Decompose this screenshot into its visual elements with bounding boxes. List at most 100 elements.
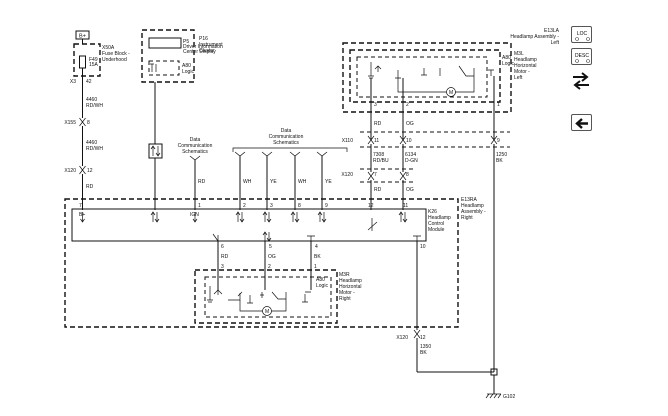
left-assembly-id: E13LA [544,28,560,34]
mid-wire-og: OG [406,187,414,193]
data-comm-left-2: Communication [178,143,213,149]
module-label-3: Module [428,227,445,233]
fuse-block-label-1: X50A [102,45,115,51]
data-comm-right-3: Schematics [273,140,299,146]
wire-7308-id: 7308 [373,152,384,158]
right-motor-symbol: M [265,309,269,315]
module-label-2: Control [428,221,444,227]
wire-4460b-color: RD/WH [86,146,103,152]
description-button[interactable]: DESC [571,48,592,65]
ipc-logic-id: A80 [182,63,191,69]
module-side-2: Assembly - [461,209,486,215]
ground-id: G102 [503,394,515,400]
wire-6134-color: D-GN [405,158,418,164]
wire-1250-color: BK [496,158,503,164]
back-arrow-icon [575,118,588,129]
left-motor-1: Headlamp [514,57,537,63]
conn-x110-id: X110 [342,138,354,144]
x110-connector: X110 11 10 9 7308 RD/BU 6134 D-GN 1250 B… [341,131,510,372]
right-lower-pin-1: 1 [314,264,317,270]
left-wire-og: OG [406,121,414,127]
ipc-display-label-1: Driver Information [183,44,223,50]
conn-x120-bottom-pin: 12 [420,335,426,341]
bus-wire-1: WH [243,179,252,185]
right-lower-wire-bk: BK [314,254,321,260]
right-motor-3: Motor - [339,290,355,296]
conn-x120-mid-pin-7: 7 [374,172,377,178]
right-motor-4: Right [339,296,351,302]
ipc-label-2: Cluster [199,48,215,54]
wire-rd-left: RD [86,184,94,190]
conn-x110-pin-9: 9 [497,138,500,144]
fuse-block: B+ X50A Fuse Block - Underhood F49 15A X… [64,30,130,210]
right-motor-id: M3R [339,272,350,278]
pin-1: 1 [198,203,201,209]
instrument-cluster: P16 Instrument Cluster P5 Driver Informa… [141,29,223,210]
fuse-pin-42: 42 [86,79,92,85]
ign-wire-color: RD [198,179,206,185]
right-motor-2: Horizontal [339,284,362,290]
right-motor-logic-id: A80 [316,277,325,283]
ipc-id: P16 [199,36,208,42]
ipc-label-1: Instrument [199,42,223,48]
swap-arrows-icon [573,72,589,90]
fuse-block-label-2: Fuse Block - [102,51,130,57]
back-button[interactable] [571,114,592,131]
bus-wire-3: WH [298,179,307,185]
wire-4460b-id: 4460 [86,140,97,146]
right-motor-logic: Logic [316,283,328,289]
right-lower-pin-3: 3 [221,264,224,270]
conn-x110-pin-10: 10 [406,138,412,144]
left-motor-logic-id: A80 [502,55,511,61]
wire-1250-id: 1250 [496,152,507,158]
module-side-id: E13RA [461,197,478,203]
ipc-logic-label: Logic [182,69,194,75]
right-motor-1: Headlamp [339,278,362,284]
left-motor-4: Left [514,75,523,81]
conn-x155-id: X155 [64,120,76,126]
data-comm-left-3: Schematics [182,149,208,155]
connector-swap-button[interactable] [569,70,593,92]
module-label-1: Headlamp [428,215,451,221]
fuse-block-label-3: Underhood [102,57,127,63]
wire-6134-id: 6134 [405,152,416,158]
left-motor-symbol: M [449,90,453,96]
wire-1350-color: BK [420,350,427,356]
data-communication: Data Communication Schematics RD Data Co… [178,128,348,210]
left-pin-1: 1 [497,102,500,108]
conn-x120-left-pin: 12 [87,168,93,174]
module-side-1: Headlamp [461,203,484,209]
pin-6: 6 [221,244,224,250]
data-comm-right-1: Data [281,128,292,134]
pin-2: 2 [243,203,246,209]
data-comm-right-2: Communication [269,134,304,140]
pin-9: 9 [325,203,328,209]
conn-x155-pin: 8 [87,120,90,126]
ipc-display-label-2: Center Display [183,49,216,55]
conn-x120-mid-id: X120 [341,172,353,178]
left-assembly-1: Headlamp Assembly - [510,34,559,40]
left-pin-3: 3 [374,102,377,108]
description-button-label: DESC [575,53,589,59]
left-pin-2: 2 [406,102,409,108]
right-lower-wire-og: OG [268,254,276,260]
module-side-3: Right [461,215,473,221]
wire-4460a-color: RD/WH [86,103,103,109]
pin-5: 5 [269,244,272,250]
left-motor-3: Motor - [514,69,530,75]
fuse-id: F49 [89,57,98,63]
left-headlamp-assembly: E13LA Headlamp Assembly - Left M3L Headl… [342,28,560,140]
mid-wire-rd: RD [374,187,382,193]
locator-button[interactable]: LOC [571,26,592,43]
conn-x120-left-id: X120 [64,168,76,174]
pin-4: 4 [315,244,318,250]
left-motor-2: Horizontal [514,63,537,69]
pin-10: 10 [420,244,426,250]
ipc-display-id: P5 [183,39,189,45]
fuse-pin-x3: X3 [70,79,76,85]
locator-button-label: LOC [577,31,588,37]
right-horizontal-motor: M3R Headlamp Horizontal Motor - Right A8… [194,269,362,324]
pin-3: 3 [270,203,273,209]
ground-path: X120 12 1350 BK G102 [396,241,515,400]
pin-8: 8 [298,203,301,209]
